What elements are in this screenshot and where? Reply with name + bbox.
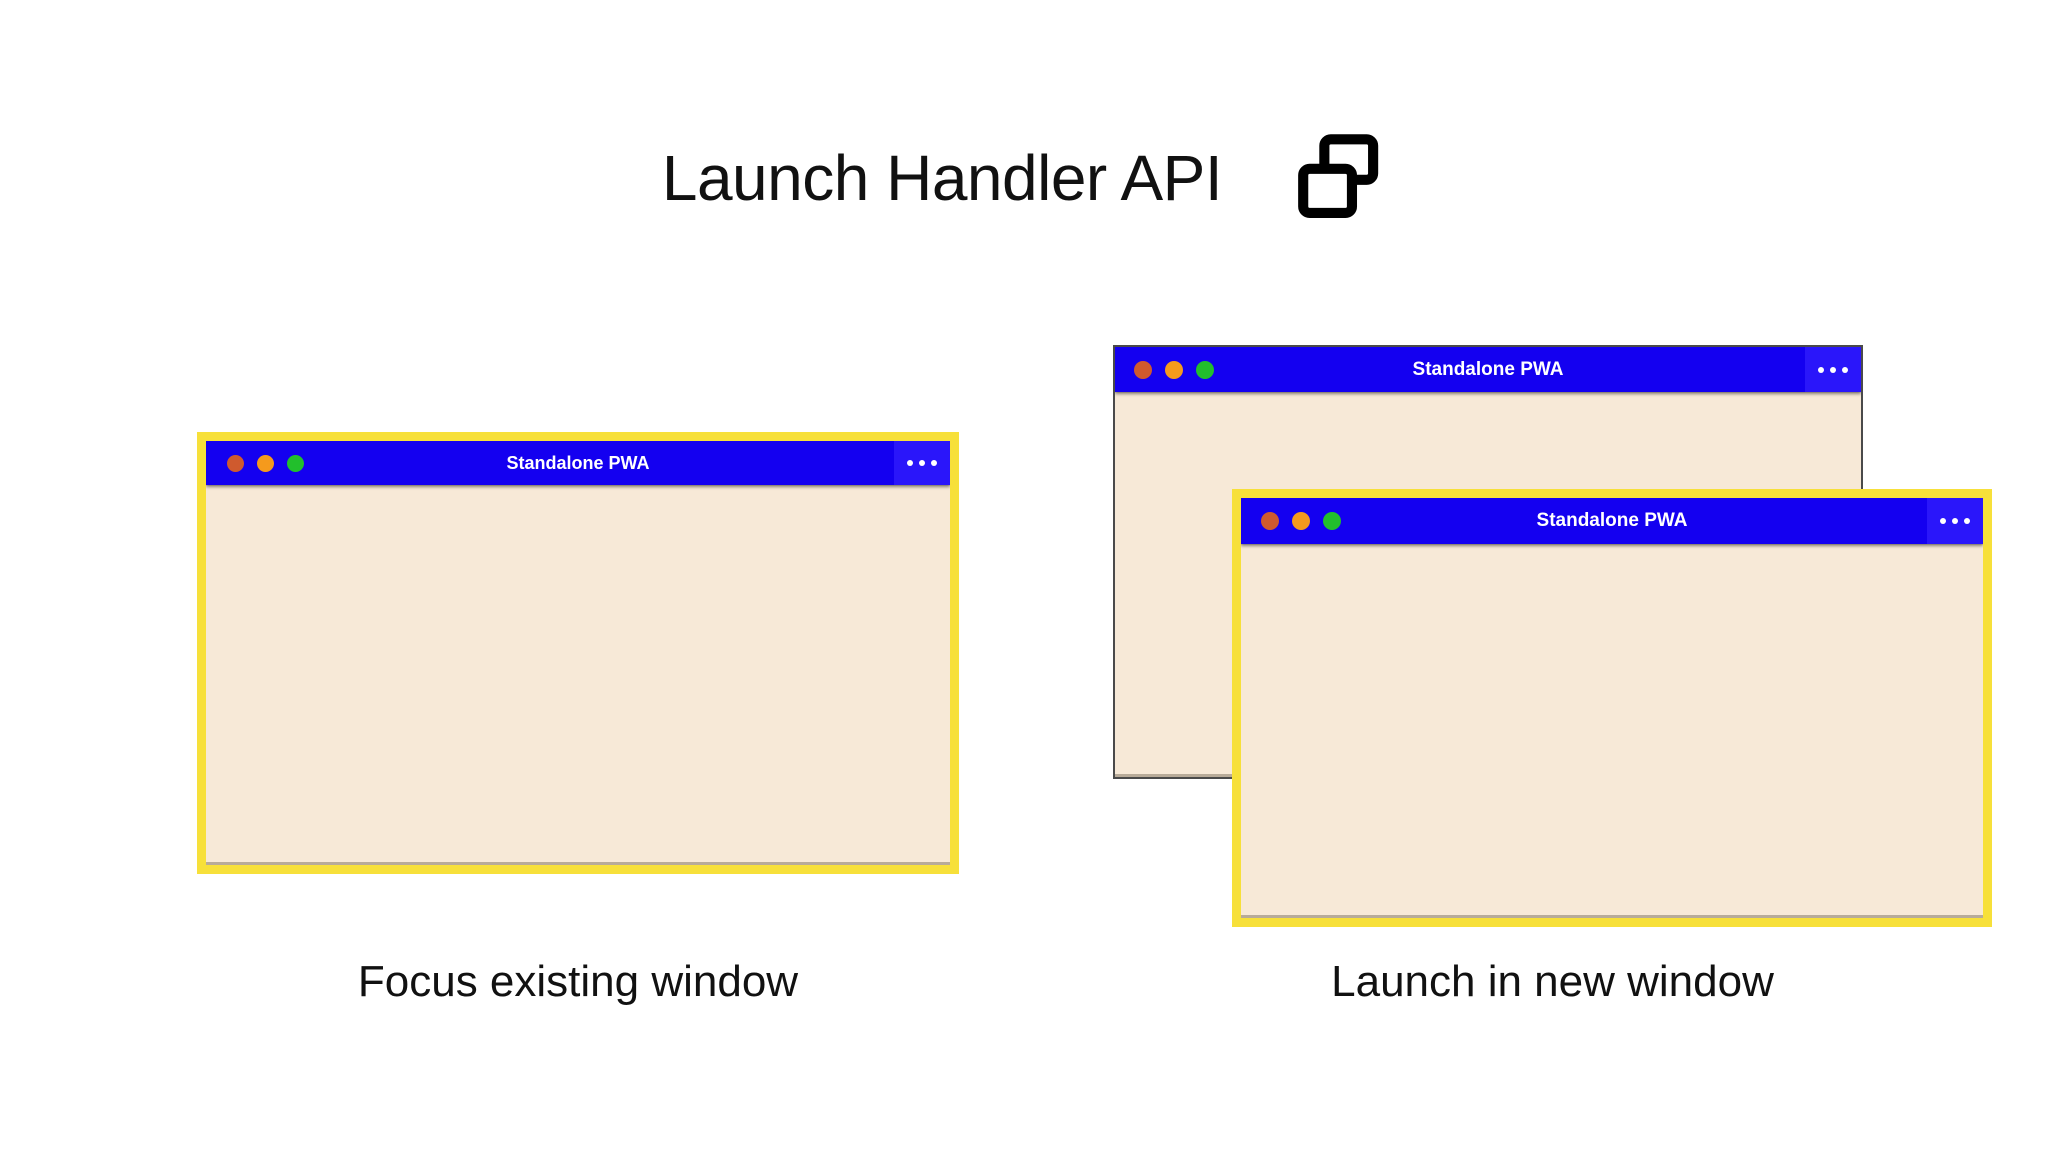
- window-titlebar[interactable]: Standalone PWA: [1115, 347, 1861, 392]
- traffic-lights: [1115, 360, 1214, 379]
- close-dot[interactable]: [1134, 360, 1152, 379]
- window-content-area: [206, 485, 950, 865]
- overflow-menu-button[interactable]: [1805, 347, 1861, 392]
- ellipsis-icon: [907, 460, 937, 466]
- window-titlebar[interactable]: Standalone PWA: [1241, 498, 1983, 544]
- window-titlebar[interactable]: Standalone PWA: [206, 441, 950, 485]
- window-content-area: [1241, 544, 1983, 918]
- ellipsis-icon: [1818, 366, 1848, 373]
- window-title: Standalone PWA: [1536, 510, 1688, 531]
- close-dot[interactable]: [1261, 512, 1279, 530]
- overflow-menu-button[interactable]: [894, 441, 950, 485]
- overflow-menu-button[interactable]: [1927, 498, 1983, 544]
- window-inner: Standalone PWA: [206, 441, 950, 865]
- traffic-lights: [206, 454, 304, 472]
- maximize-dot[interactable]: [1323, 512, 1341, 530]
- window-title: Standalone PWA: [506, 452, 650, 473]
- window-inner: Standalone PWA: [1241, 498, 1983, 918]
- minimize-dot[interactable]: [1165, 360, 1183, 379]
- page-title: Launch Handler API: [661, 142, 1223, 214]
- pwa-window-focus-existing[interactable]: Standalone PWA: [197, 432, 959, 874]
- ellipsis-icon: [1940, 518, 1970, 524]
- maximize-dot[interactable]: [287, 454, 304, 472]
- pwa-window-new[interactable]: Standalone PWA: [1232, 489, 1992, 927]
- minimize-dot[interactable]: [1292, 512, 1310, 530]
- close-dot[interactable]: [227, 454, 244, 472]
- caption-launch-in-new-window: Launch in new window: [1331, 957, 1774, 1006]
- traffic-lights: [1241, 512, 1341, 530]
- minimize-dot[interactable]: [257, 454, 274, 472]
- multi-window-icon: [1298, 134, 1379, 219]
- caption-focus-existing-window: Focus existing window: [357, 957, 799, 1006]
- window-title: Standalone PWA: [1412, 358, 1564, 380]
- page-header: Launch Handler API: [0, 118, 2048, 238]
- maximize-dot[interactable]: [1196, 360, 1214, 379]
